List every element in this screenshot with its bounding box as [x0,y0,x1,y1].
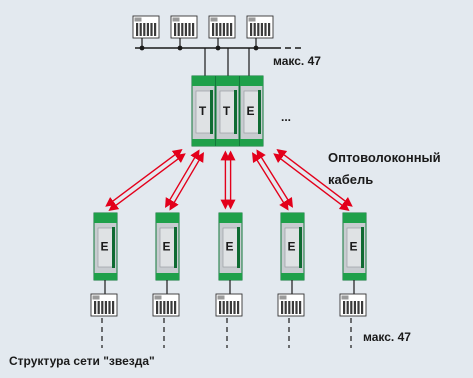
bus-junction-1 [139,45,145,51]
star-node-2: E [155,212,180,281]
star-device-4 [277,293,305,317]
fiber-cable-label-line2: кабель [328,172,374,187]
star-device-1 [90,293,118,317]
star-node-2-label: E [162,240,170,254]
star-device-3 [215,293,243,317]
hub-ellipsis-label: ... [281,110,292,124]
star-node-3-label: E [225,240,233,254]
fiber-link-5-b [273,153,350,211]
star-node-5: E [342,212,367,281]
max-devices-bottom-label: макс. 47 [363,330,411,344]
hub-module-3: E [239,75,264,147]
bus-junction-3 [215,45,221,51]
top-devices-group [132,15,274,51]
top-device-4 [246,15,274,39]
star-node-1: E [93,212,118,281]
star-node-3: E [218,212,243,281]
top-device-2 [170,15,198,39]
fiber-link-4-b [252,152,289,211]
bus-junction-4 [253,45,259,51]
fiber-link-1-a [108,153,186,211]
hub-module-1: T [191,75,216,147]
bus-junction-2 [177,45,183,51]
top-device-1 [132,15,160,39]
fiber-links-group [105,149,353,211]
hub-module-1-label: T [199,104,207,118]
fiber-cable-label-line1: Оптоволоконный [328,150,441,165]
star-node-5-label: E [349,240,357,254]
fiber-link-1-b [105,149,183,207]
star-device-5 [339,293,367,317]
star-node-1-label: E [100,240,108,254]
hub-module-2-label: T [223,104,231,118]
fiber-link-4-a [256,149,293,208]
fiber-link-2-b [165,149,200,208]
hub-module-3-label: E [246,104,254,118]
hub-module-2: T [215,75,240,147]
star-node-4: E [280,212,305,281]
star-device-2 [152,293,180,317]
top-device-3 [208,15,236,39]
star-node-4-label: E [287,240,295,254]
max-devices-top-label: макс. 47 [273,54,321,68]
diagram-caption: Структура сети "звезда" [9,354,155,368]
